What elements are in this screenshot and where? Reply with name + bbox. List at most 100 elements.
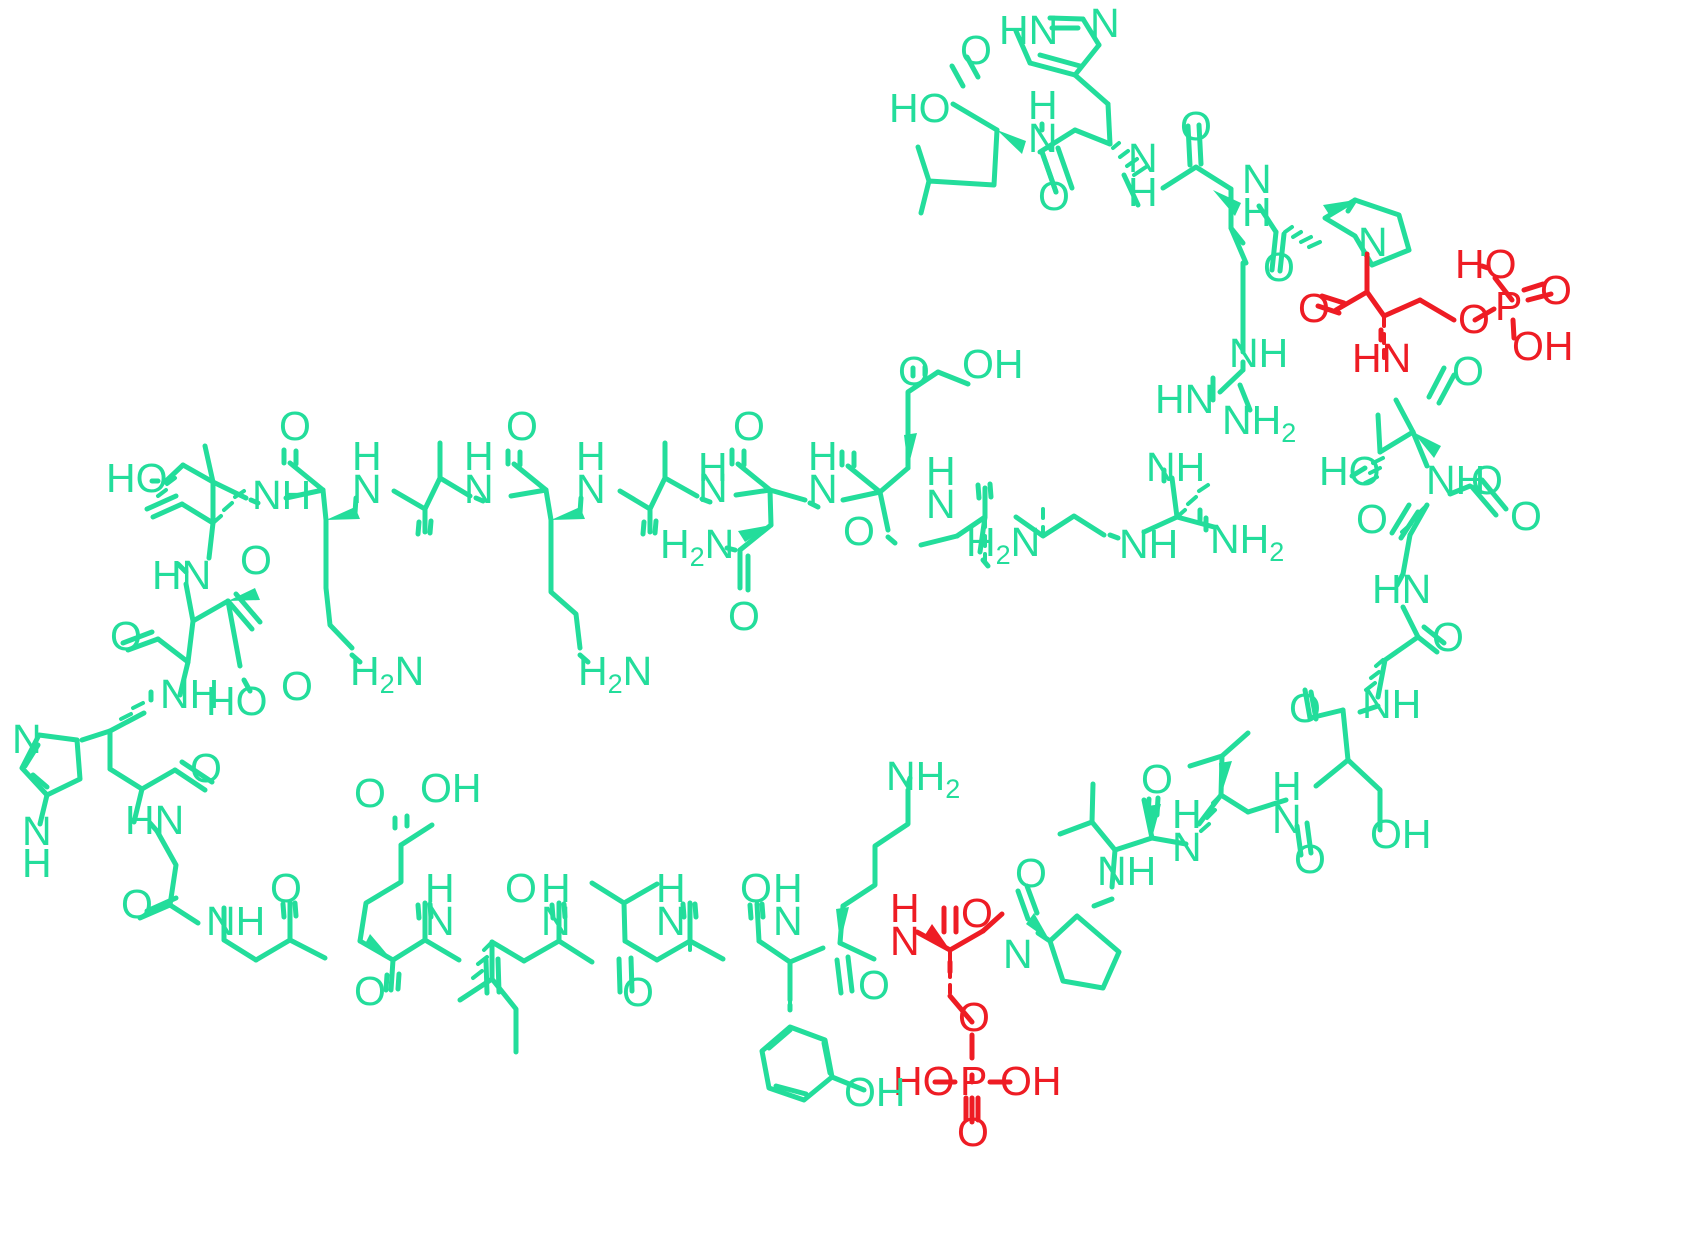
label-n-arg-nterm: N [926, 481, 956, 527]
label-n-asn: N [808, 466, 838, 512]
label-n-val-right: N [1172, 824, 1202, 870]
label-n-amide-3: N [1242, 156, 1272, 202]
label-o-amide-1: O [1038, 173, 1070, 219]
label-h-pser-bottom: H [890, 885, 920, 931]
label-ho-phos-bottom: HO [893, 1058, 955, 1104]
label-oh-phos-right: OH [1512, 323, 1574, 369]
label-h-tyr-bottom: H [656, 865, 686, 911]
label-n-imidazole-left: N [12, 716, 42, 762]
label-h-ala2: H [698, 444, 728, 490]
label-n-lys-bottom: N [773, 898, 803, 944]
label-o-pser-bottom: O [961, 890, 993, 936]
label-o-ala-bottom: O [270, 865, 302, 911]
label-oh-glu-acid-mid: OH [962, 341, 1024, 387]
bond-group-left [19, 364, 1217, 827]
label-o-glu-mid: O [843, 508, 875, 554]
label-oh-tyr: OH [844, 1069, 906, 1115]
label-o-ester-bottom: O [958, 994, 990, 1040]
label-h-asn: H [808, 433, 838, 479]
label-h2n-lys1: H2N [350, 648, 424, 699]
label-nh-gly-right: NH [1362, 681, 1421, 727]
label-nh-arg-right: NH [1229, 330, 1288, 376]
label-h-amide-3: H [1242, 189, 1272, 235]
label-n2-imidazole-left: N [22, 808, 52, 854]
label-o-ester-right: O [1458, 296, 1490, 342]
label-nh2-arg-right: NH2 [1222, 397, 1296, 448]
label-h2n-lys2: H2N [578, 648, 652, 699]
stereo-hashes [108, 141, 1429, 1010]
label-o-double-phos-bottom: O [957, 1109, 989, 1155]
label-n-ile-bottom: N [541, 898, 571, 944]
label-o-gly-bottom: O [121, 881, 153, 927]
label-n-tyr-bottom: N [656, 898, 686, 944]
label-h-imidazole-left: H [22, 840, 52, 886]
label-hn-asp-left: HN [152, 552, 211, 598]
label-o-thr-right: O [1452, 348, 1484, 394]
label-nh-thr-right: NH [1426, 457, 1485, 503]
green-bond-network [915, 15, 1509, 833]
label-ho-cterm: HO [889, 85, 951, 131]
label-p-bottom: P [960, 1058, 987, 1104]
label-h-amide-2: H [1128, 169, 1158, 215]
label-n-amide-1: N [1028, 115, 1058, 161]
label-ho-phos-right: HO [1455, 241, 1517, 287]
label-o-pser-right: O [1298, 285, 1330, 331]
label-oh-phos-bottom: OH [1000, 1058, 1062, 1104]
label-nh-arg-mid: NH [1119, 521, 1178, 567]
label-o-amide-3: O [1263, 244, 1295, 290]
label-o-glu-bottom: O [354, 968, 386, 1014]
label-o-gly-right: O [1432, 614, 1464, 660]
label-nh2-lys-bottom: NH2 [886, 753, 960, 804]
label-h2n-arg-nterm: H2N [966, 519, 1040, 570]
label-o-asp-right2: O [1510, 493, 1542, 539]
label-nh-arg-imine: NH [1146, 444, 1205, 490]
label-nh-val2-right: NH [1097, 848, 1156, 894]
label-n-ala1: N [464, 466, 494, 512]
label-o-asp-carbonyl: O [1356, 496, 1388, 542]
label-o-glu-acid: O [354, 770, 386, 816]
label-h2n-asn: H2N [660, 521, 734, 572]
label-o-thr-left: O [240, 537, 272, 583]
label-o-ile-bottom: O [505, 865, 537, 911]
label-nh-ala-bottom: NH [206, 898, 265, 944]
label-h-lys1: H [352, 433, 382, 479]
label-hn-imidazole-top: HN [999, 7, 1058, 53]
label-nh-his-left: NH [160, 671, 219, 717]
label-o-ala1: O [506, 403, 538, 449]
label-h-amide-1: H [1028, 82, 1058, 128]
label-o-ala2: O [733, 403, 765, 449]
label-nh2-arg-mid: NH2 [1210, 516, 1284, 567]
atom-label-layer: HO O H N O HN N N H O N H O N NH HN NH2 … [12, 0, 1574, 1155]
label-o-asn-side: O [728, 593, 760, 639]
label-n-lys2: N [576, 466, 606, 512]
bond-group-valine [1015, 730, 1314, 991]
label-o-pro-bottom: O [1015, 850, 1047, 896]
label-o-asp-left2: O [110, 613, 142, 659]
label-n-lys1: N [352, 466, 382, 512]
label-h-ser-right: H [1272, 763, 1302, 809]
bond-group-bottom [137, 775, 913, 1103]
label-n-amide-2: N [1128, 135, 1158, 181]
label-h-glu-bottom: H [425, 865, 455, 911]
label-hn-asp-right: HN [1372, 566, 1431, 612]
label-o-asp-left: O [281, 663, 313, 709]
label-o-amide-2: O [1180, 103, 1212, 149]
label-hn-arg-right: HN [1155, 376, 1214, 422]
label-n-pro-bottom: N [1003, 931, 1033, 977]
label-h-val-right: H [1172, 791, 1202, 837]
label-o-glu-acid-mid: O [898, 348, 930, 394]
label-n-imidazole-top: N [1090, 0, 1120, 46]
label-p-right: P [1495, 283, 1522, 329]
label-n-proline-top: N [1358, 219, 1388, 265]
label-n-ser-right: N [1272, 796, 1302, 842]
label-n-ala2: N [698, 465, 728, 511]
label-o-val-bottom: O [622, 969, 654, 1015]
label-o-val-right: O [1294, 836, 1326, 882]
label-oh-ser-right: OH [1370, 811, 1432, 857]
label-o-tyr-bottom: O [740, 865, 772, 911]
label-o-val2-right: O [1141, 756, 1173, 802]
label-h-ile-bottom: H [541, 865, 571, 911]
label-n-pser-bottom: N [890, 918, 920, 964]
